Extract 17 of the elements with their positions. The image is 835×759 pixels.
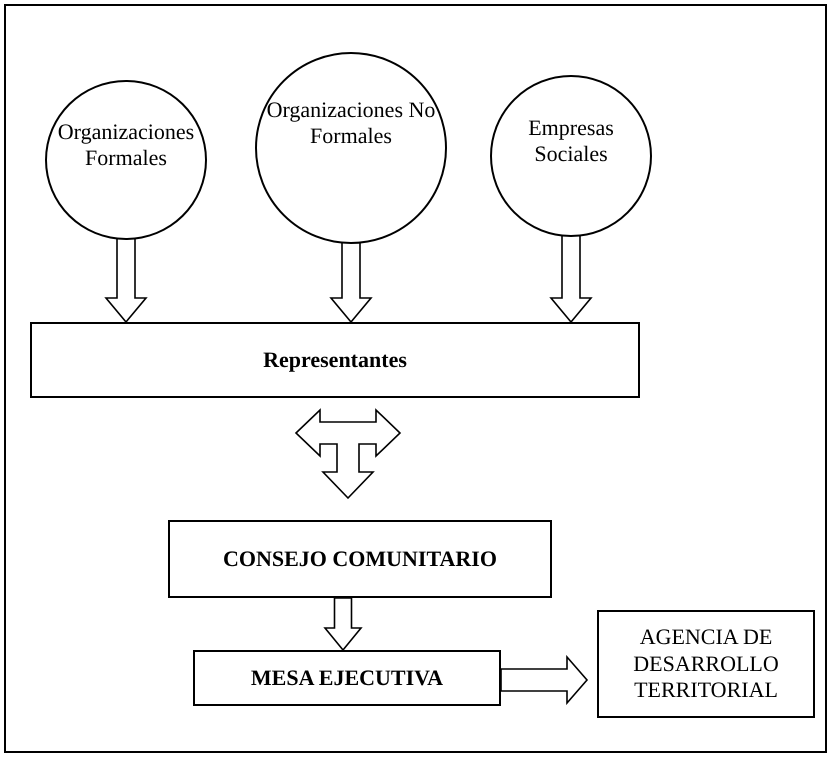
t-shaped-arrow: [294, 408, 402, 500]
node-label: Organizaciones No Formales: [266, 96, 436, 150]
node-label: AGENCIA DE DESARROLLO TERRITORIAL: [632, 624, 780, 704]
process-box: [193, 650, 501, 706]
block-arrow: [104, 237, 148, 324]
block-arrow: [549, 234, 593, 324]
block-arrow: [323, 597, 363, 652]
node-label: Empresas Sociales: [527, 114, 615, 168]
node-label: Representantes: [263, 346, 407, 374]
block-arrow: [500, 654, 588, 706]
node-label: MESA EJECUTIVA: [250, 664, 444, 692]
node-label: CONSEJO COMUNITARIO: [222, 546, 497, 572]
process-box: [30, 322, 640, 398]
process-box: [168, 520, 552, 598]
block-arrow: [329, 241, 373, 324]
process-box: [597, 610, 815, 718]
node-label: Organizaciones Formales: [56, 118, 196, 172]
